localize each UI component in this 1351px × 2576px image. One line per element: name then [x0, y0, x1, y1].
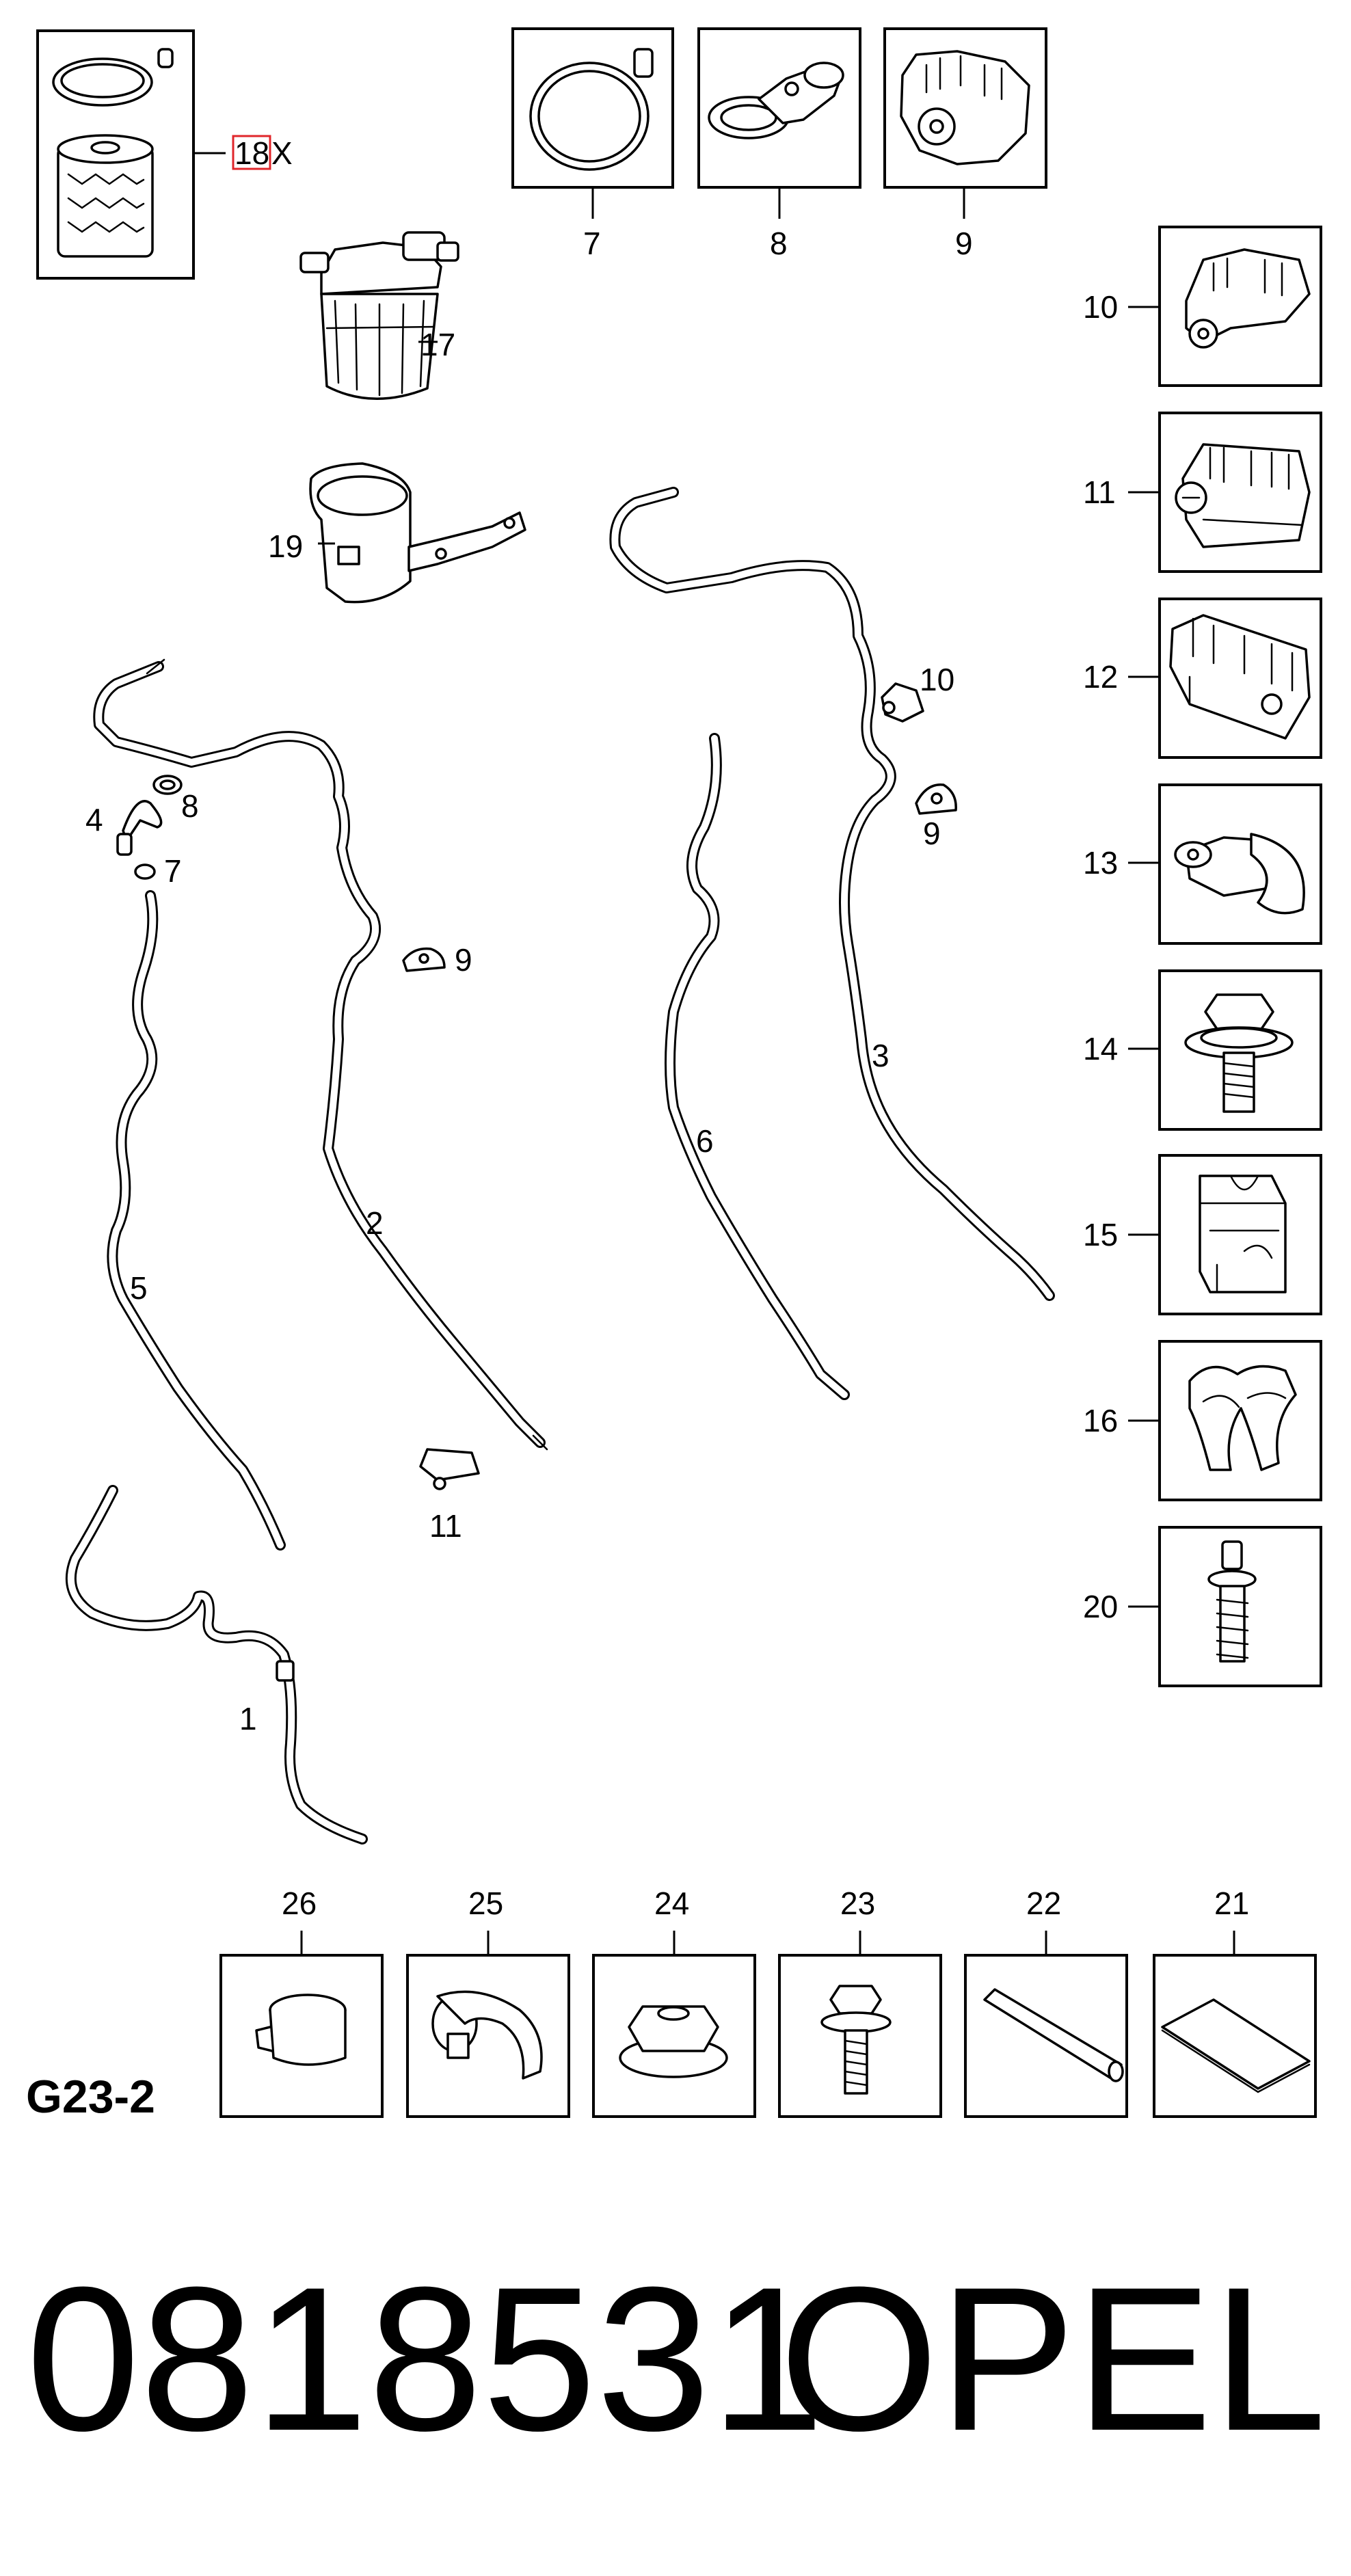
diagram-code: G23-2	[26, 2071, 155, 2123]
hose-6	[665, 733, 850, 1400]
hose-5	[107, 890, 286, 1551]
top-box-8	[697, 27, 861, 219]
bottom-box-26-label: 26	[282, 1886, 317, 1921]
clip-10-label: 10	[920, 662, 954, 697]
hose-1-label: 1	[239, 1701, 257, 1736]
clip-11-label: 11	[429, 1508, 462, 1544]
hose-3-label: 3	[872, 1038, 889, 1073]
filter-housing-label: 17	[420, 327, 455, 362]
top-box-7-label: 7	[583, 226, 601, 261]
clip-8-label: 8	[181, 788, 199, 824]
bottom-box-24	[592, 1931, 756, 2118]
exploded-parts-diagram: 18 X 7 8 9 10	[36, 27, 1322, 2118]
right-box-16-label: 16	[1083, 1403, 1118, 1438]
clip-10-onhose	[881, 682, 924, 723]
top-box-7	[511, 27, 674, 219]
bracket-label: 19	[268, 528, 303, 564]
clamp-7-small	[134, 863, 156, 880]
right-box-14	[1128, 969, 1322, 1131]
right-box-10-label: 10	[1083, 289, 1118, 325]
right-box-20	[1128, 1526, 1322, 1687]
top-box-8-label: 8	[770, 226, 788, 261]
filter-kit-suffix: X	[271, 135, 293, 171]
filter-kit-label: 18	[235, 135, 269, 171]
filter-housing-17	[299, 231, 459, 401]
bottom-box-23-label: 23	[840, 1886, 875, 1921]
bottom-box-22-label: 22	[1026, 1886, 1061, 1921]
bottom-box-22	[964, 1931, 1128, 2118]
top-box-9-label: 9	[955, 226, 973, 261]
right-box-13-label: 13	[1083, 845, 1118, 881]
clamp-7-label: 7	[164, 853, 182, 889]
clip-9-left	[402, 947, 446, 972]
filter-kit-box	[36, 29, 226, 280]
hose-5-label: 5	[130, 1270, 148, 1306]
hose-2	[93, 658, 548, 1451]
right-box-12	[1128, 598, 1322, 759]
bracket-19	[309, 462, 526, 604]
hose-1	[65, 1485, 368, 1844]
right-box-13	[1128, 783, 1322, 945]
right-box-15-label: 15	[1083, 1217, 1118, 1252]
top-box-9	[883, 27, 1047, 219]
bottom-box-25	[406, 1931, 570, 2118]
clip-9-right-label: 9	[923, 816, 941, 851]
brand-name: OPEL	[779, 2244, 1326, 2473]
clip-8-small	[152, 775, 183, 795]
hose-3	[609, 487, 1055, 1301]
right-box-12-label: 12	[1083, 659, 1118, 695]
ring-4-label: 4	[85, 802, 103, 837]
right-box-10	[1128, 226, 1322, 387]
clip-9-left-label: 9	[455, 942, 472, 978]
bottom-box-26	[219, 1931, 384, 2118]
bottom-box-23	[778, 1931, 942, 2118]
right-box-11	[1128, 412, 1322, 573]
right-box-16	[1128, 1340, 1322, 1501]
part-number: 0818531	[26, 2244, 825, 2473]
right-box-14-label: 14	[1083, 1031, 1118, 1066]
right-box-20-label: 20	[1083, 1589, 1118, 1624]
right-box-11-label: 11	[1083, 474, 1116, 510]
ring-4	[116, 800, 163, 856]
hose-6-label: 6	[696, 1123, 714, 1159]
bottom-box-25-label: 25	[468, 1886, 503, 1921]
right-box-15	[1128, 1154, 1322, 1315]
filter-kit-highlight	[232, 135, 271, 170]
clip-11-onhose	[419, 1448, 480, 1490]
bottom-box-24-label: 24	[654, 1886, 689, 1921]
clip-9-right	[915, 783, 957, 815]
bottom-box-21-label: 21	[1214, 1886, 1249, 1921]
hose-2-label: 2	[366, 1205, 384, 1241]
bottom-box-21	[1153, 1931, 1317, 2118]
